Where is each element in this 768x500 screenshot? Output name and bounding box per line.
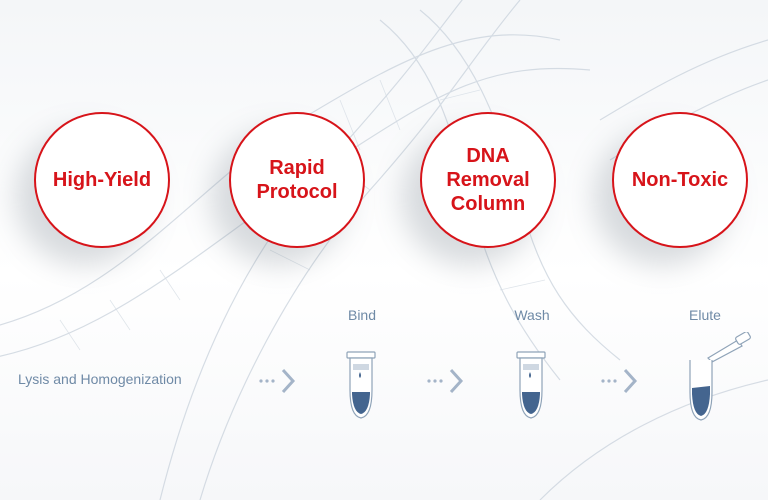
dotted-chevron-arrow bbox=[601, 368, 638, 394]
step-label-wash: Wash bbox=[514, 307, 550, 323]
dotted-chevron-arrow bbox=[427, 368, 464, 394]
dotted-chevron-arrow bbox=[259, 368, 296, 394]
feature-circle-dna-removal-column: DNA Removal Column bbox=[420, 112, 556, 248]
spin-column-tube-wash bbox=[516, 351, 546, 419]
feature-label: Non-Toxic bbox=[631, 169, 729, 191]
feature-circle-high-yield: High-Yield bbox=[34, 112, 170, 248]
feature-label: High-Yield bbox=[52, 169, 152, 191]
spin-column-tube-elute bbox=[689, 332, 751, 421]
spin-column-tube-bind bbox=[346, 351, 376, 419]
pipette-icon bbox=[707, 332, 751, 363]
feature-circle-non-toxic: Non-Toxic bbox=[612, 112, 748, 248]
feature-label: Rapid Protocol bbox=[256, 157, 338, 203]
step-label-elute: Elute bbox=[689, 307, 721, 323]
step-label-lysis: Lysis and Homogenization bbox=[18, 371, 182, 387]
feature-label: DNA Removal Column bbox=[446, 145, 530, 215]
step-label-bind: Bind bbox=[347, 307, 377, 323]
feature-circle-rapid-protocol: Rapid Protocol bbox=[229, 112, 365, 248]
